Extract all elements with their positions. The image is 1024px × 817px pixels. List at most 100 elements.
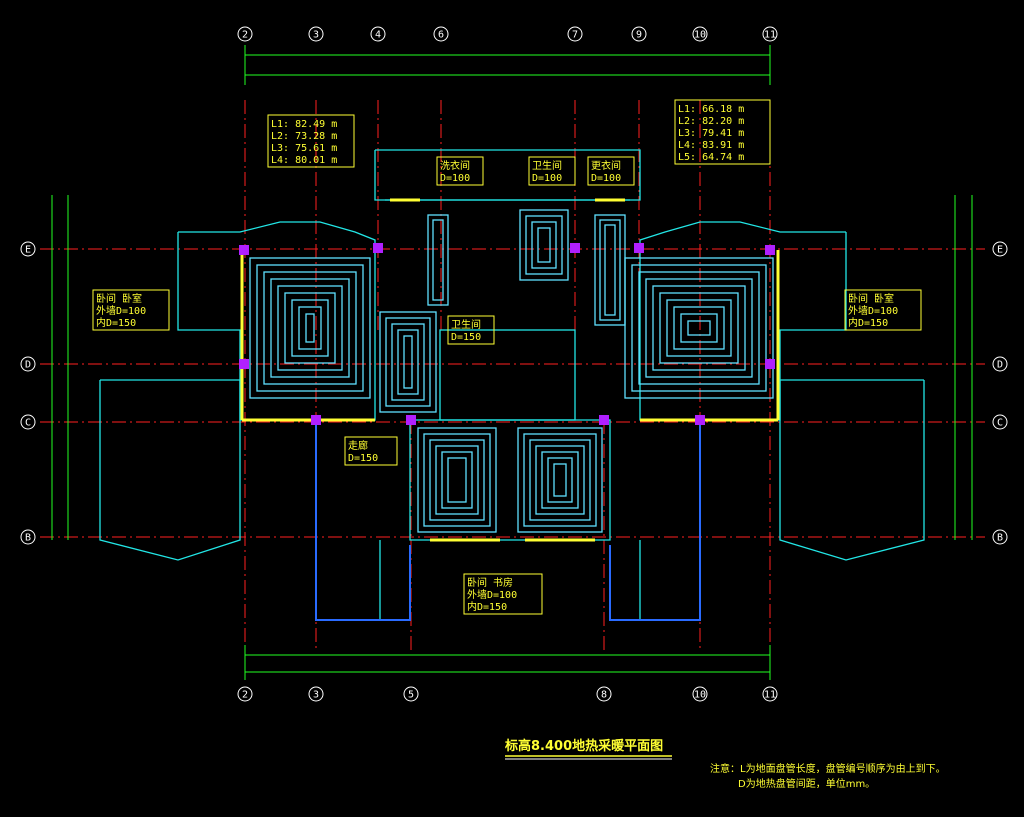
axis-bubble: D	[20, 356, 36, 372]
axis-bubble: 8	[596, 686, 612, 702]
axis-bubble-ring	[370, 26, 386, 42]
axis-bubble: 7	[567, 26, 583, 42]
axis-bubble: B	[20, 529, 36, 545]
coil-ring	[284, 292, 336, 364]
coil-ring	[277, 285, 343, 371]
label-frame	[463, 573, 543, 615]
collector-marker	[239, 245, 249, 255]
coil-closet	[594, 214, 626, 326]
axis-bubble: 6	[433, 26, 449, 42]
collector-marker	[373, 243, 383, 253]
label-line: L2: 82.20 m	[678, 116, 744, 127]
axis-label: B	[25, 533, 31, 544]
axis-label: 10	[694, 30, 706, 41]
coil-corridor	[379, 311, 437, 413]
collector-marker	[765, 359, 775, 369]
axis-label: 10	[694, 690, 706, 701]
coil-ring	[435, 445, 479, 515]
coil-ring	[427, 214, 449, 306]
axis-bubble: E	[20, 241, 36, 257]
coil-ring	[519, 209, 569, 281]
label-line: D=100	[440, 173, 470, 184]
coil-ring	[391, 323, 425, 401]
coil-wash	[427, 214, 449, 306]
axis-bubble: 11	[762, 26, 778, 42]
coil-ring	[624, 257, 774, 399]
axis-bubble-ring	[992, 414, 1008, 430]
axis-bubble: 3	[308, 26, 324, 42]
label-frame	[92, 289, 170, 331]
axis-bubble-ring	[237, 686, 253, 702]
loop-lengths-right: L1: 66.18 mL2: 82.20 mL3: 79.41 mL4: 83.…	[674, 99, 771, 165]
collector-marker	[634, 243, 644, 253]
coil-ring	[666, 299, 732, 357]
label-line: D=150	[451, 332, 481, 343]
axis-bubble-ring	[992, 241, 1008, 257]
axis-bubble-ring	[596, 686, 612, 702]
label-line: L3: 79.41 m	[678, 128, 744, 139]
axis-label: 11	[764, 30, 776, 41]
label-boxes: L1: 82.49 mL2: 73.28 mL3: 75.61 mL4: 80.…	[92, 99, 922, 615]
coil-ring	[652, 285, 746, 371]
coil-ring	[403, 335, 413, 389]
coil-ring	[645, 278, 753, 378]
coil-ring	[397, 329, 419, 395]
axis-bubble-ring	[20, 529, 36, 545]
axis-bubble-ring	[308, 686, 324, 702]
axis-label: 3	[313, 690, 319, 701]
coil-ring	[447, 457, 467, 503]
collector-marker	[765, 245, 775, 255]
axis-bubble-ring	[308, 26, 324, 42]
label-line: 卧间 卧室	[848, 292, 894, 305]
axis-bubble-ring	[762, 26, 778, 42]
label-line: 卫生间	[532, 159, 562, 172]
label-line: 内D=150	[96, 316, 136, 329]
coil-ring	[680, 313, 718, 343]
label-line: D=100	[591, 173, 621, 184]
axis-bubble-ring	[403, 686, 419, 702]
coil-ring	[537, 227, 551, 263]
label-line: 外墙D=100	[467, 588, 517, 601]
axis-label: C	[25, 418, 31, 429]
collector-marker	[406, 415, 416, 425]
coil-ring	[517, 427, 603, 533]
dimension-lines	[51, 45, 973, 680]
axis-bubble: C	[992, 414, 1008, 430]
axis-label: 4	[375, 30, 381, 41]
axis-bubble: 5	[403, 686, 419, 702]
axis-bubble-ring	[992, 529, 1008, 545]
coil-ring	[553, 463, 567, 497]
coil-ring	[305, 313, 315, 343]
label-line: L3: 75.61 m	[271, 143, 337, 154]
collector-marker	[599, 415, 609, 425]
label-line: 卧间 书房	[467, 576, 513, 589]
building-walls	[99, 149, 925, 621]
axis-bubble-ring	[762, 686, 778, 702]
coil-ring	[429, 439, 485, 521]
coil-ring	[263, 271, 357, 385]
axis-bubble: 10	[692, 686, 708, 702]
coil-ring	[529, 439, 591, 521]
coil-ring	[525, 215, 563, 275]
axis-bubble: 2	[237, 26, 253, 42]
label-line: 外墙D=100	[848, 304, 898, 317]
label-line: 走廊	[348, 439, 368, 452]
coil-ring	[599, 219, 621, 321]
coil-ring	[379, 311, 437, 413]
coil-bath-top	[519, 209, 569, 281]
label-line: 更衣间	[591, 159, 621, 172]
label-frame	[844, 289, 922, 331]
axis-bubble-ring	[992, 356, 1008, 372]
label-frame	[447, 315, 495, 345]
collector-marker	[239, 359, 249, 369]
coil-ring	[423, 433, 491, 527]
label-frame	[344, 436, 398, 466]
coil-ring	[541, 451, 579, 509]
